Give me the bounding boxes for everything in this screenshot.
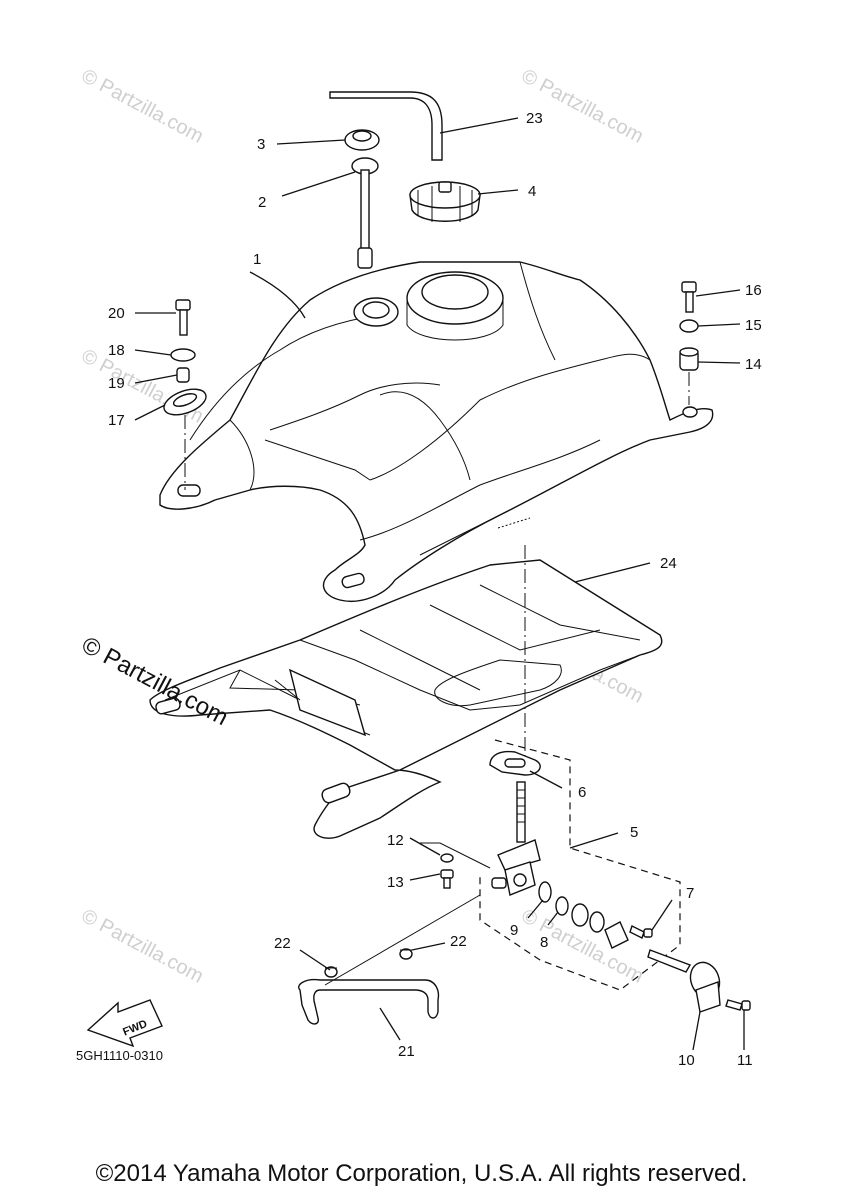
- callout-15: 15: [745, 317, 762, 334]
- callout-2: 2: [258, 194, 266, 211]
- bolt-20: [175, 299, 191, 336]
- callout-3: 3: [257, 136, 265, 153]
- part-code: 5GH1110-0310: [76, 1048, 163, 1063]
- callout-18: 18: [108, 342, 125, 359]
- callout-4: 4: [528, 183, 536, 200]
- watermark: © Partzilla.com: [78, 905, 207, 988]
- fuel-cock-body: [491, 781, 541, 896]
- callout-labels: 1 2 3 4 5 6 7 8 9 10 11 12 13 14 15 16 1…: [108, 110, 762, 1069]
- callout-5: 5: [630, 824, 638, 841]
- callout-11: 11: [737, 1052, 753, 1069]
- washer-18: [170, 348, 196, 362]
- seal-8: [555, 896, 569, 916]
- damper-17: [163, 388, 207, 416]
- callout-23: 23: [526, 110, 543, 127]
- screw-7: [629, 925, 653, 939]
- lever-10: [647, 949, 721, 1013]
- packing: [589, 911, 605, 933]
- fuel-tank: [159, 261, 714, 602]
- breather-pipe-2: [351, 157, 379, 269]
- lever-plate: [604, 921, 629, 949]
- screw-11: [725, 999, 751, 1011]
- callout-13: 13: [387, 874, 404, 891]
- callout-22-left: 22: [274, 935, 291, 952]
- callout-24: 24: [660, 555, 677, 572]
- damper-14: [679, 347, 699, 371]
- leader-line: [420, 842, 491, 869]
- hose-leader: [324, 894, 481, 986]
- fwd-arrow-icon: FWD: [86, 999, 163, 1048]
- callout-19: 19: [108, 375, 125, 392]
- breather-hose-23: [329, 91, 443, 161]
- callout-8: 8: [540, 934, 548, 951]
- callout-10: 10: [678, 1052, 695, 1069]
- fuel-cap-4: [409, 181, 481, 222]
- gasket-6: [489, 750, 541, 776]
- bolt-16: [681, 281, 697, 313]
- washer-12: [440, 853, 454, 863]
- oring-9: [538, 881, 552, 903]
- callout-9: 9: [510, 922, 518, 939]
- screw-13: [440, 869, 454, 889]
- callout-21: 21: [398, 1043, 415, 1060]
- callout-14: 14: [745, 356, 762, 373]
- callout-6: 6: [578, 784, 586, 801]
- fuel-cock-boundary: [479, 739, 681, 991]
- hose-clip-22: [399, 948, 413, 960]
- callout-20: 20: [108, 305, 125, 322]
- grommet-3: [344, 129, 380, 151]
- washer-15: [679, 319, 699, 333]
- packing: [571, 903, 589, 927]
- callout-1: 1: [253, 251, 261, 268]
- fuel-hose-21: [298, 978, 440, 1025]
- callout-7: 7: [686, 885, 694, 902]
- callout-16: 16: [745, 282, 762, 299]
- watermark: © Partzilla.com: [518, 65, 647, 148]
- callout-12: 12: [387, 832, 404, 849]
- watermark: © Partzilla.com: [78, 65, 207, 148]
- leader-lines: [134, 117, 745, 1051]
- copyright-footer: ©2014 Yamaha Motor Corporation, U.S.A. A…: [95, 1160, 748, 1187]
- callout-17: 17: [108, 412, 125, 429]
- tank-bracket: [149, 559, 663, 839]
- callout-22-right: 22: [450, 933, 467, 950]
- collar-19: [176, 367, 190, 383]
